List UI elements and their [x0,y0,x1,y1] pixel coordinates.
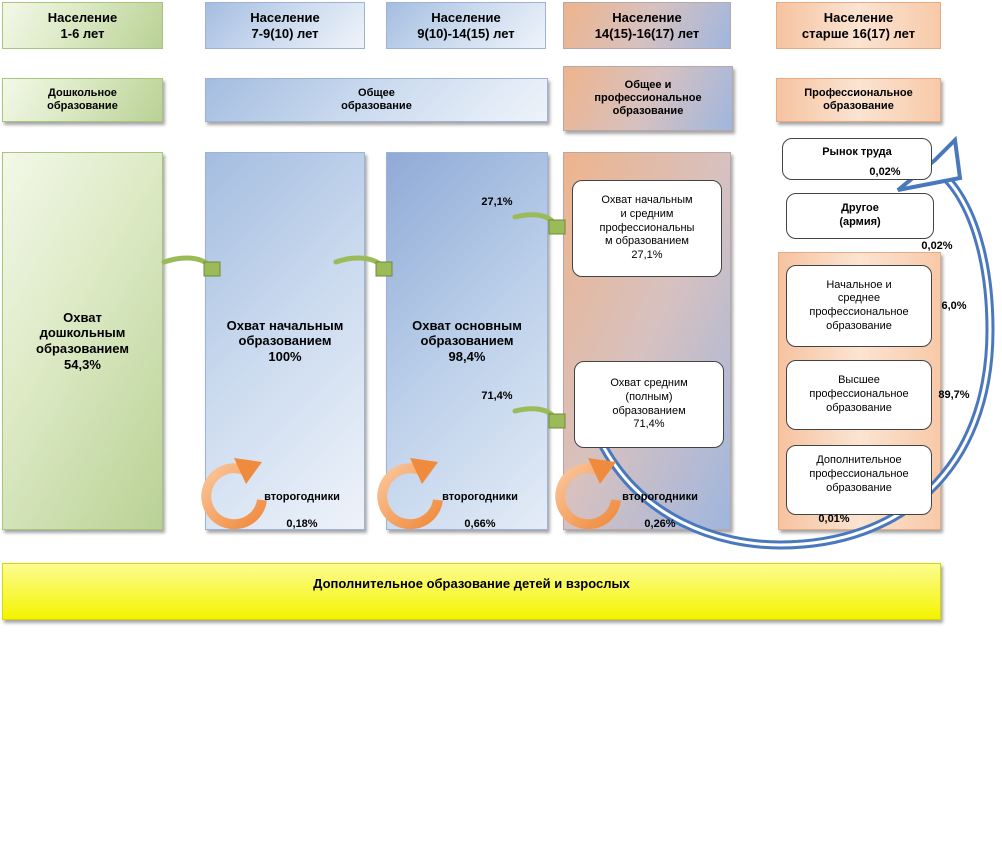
repeaters-primary-value: 0,18% [286,518,318,531]
secondary-coverage-box: Охват средним (полным) образованием 71,4… [574,361,724,448]
other-pct: 0,02% [921,240,953,252]
header-age-7-10: Население 7-9(10) лет [205,2,365,49]
green-arrow-preschool-primary [161,255,221,277]
header-age-15-17: Население 14(15)-16(17) лет [563,2,731,49]
repeaters-upper-value: 0,26% [644,518,676,531]
labor-market-box: Рынок труда [782,138,932,180]
labor-market-pct: 0,02% [869,166,901,178]
additional-prof-pct: 0,01% [818,513,850,525]
repeater-arrow-upper [555,458,621,530]
vocational-coverage-box: Охват начальным и средним профессиональн… [572,180,722,277]
additional-education-bar: Дополнительное образование детей и взрос… [2,563,941,620]
header-age-1-6: Население 1-6 лет [2,2,163,49]
green-arrow-to-vocational [512,212,566,235]
flow-to-vocational-pct: 27,1% [481,196,513,208]
primary-secondary-prof-pct: 6,0% [941,300,967,312]
category-preschool: Дошкольное образование [2,78,163,122]
category-general: Общее образование [205,78,548,122]
flow-to-secondary-pct: 71,4% [481,390,513,402]
repeaters-upper-label: второгодники [622,490,698,503]
repeater-arrow-primary [201,458,267,530]
repeaters-primary-label: второгодники [264,490,340,503]
green-arrow-to-secondary [512,406,566,429]
repeaters-basic-label: второгодники [442,490,518,503]
category-general-prof: Общее и профессиональное образование [563,66,733,131]
green-arrow-primary-basic [333,255,393,277]
coverage-preschool: Охват дошкольным образованием 54,3% [2,152,163,530]
repeaters-primary: второгодники 0,18% [250,477,354,532]
repeaters-basic: второгодники 0,66% [428,477,532,532]
category-prof: Профессиональное образование [776,78,941,122]
repeater-arrow-basic [377,458,443,530]
primary-secondary-prof-box: Начальное и среднее профессиональное обр… [786,265,932,347]
header-age-10-15: Население 9(10)-14(15) лет [386,2,546,49]
additional-prof-box: Дополнительное профессиональное образова… [786,445,932,515]
other-army-box: Другое (армия) [786,193,934,239]
header-age-17-plus: Население старше 16(17) лет [776,2,941,49]
repeaters-upper: второгодники 0,26% [608,477,712,532]
higher-prof-pct: 89,7% [938,389,970,401]
repeaters-basic-value: 0,66% [464,518,496,531]
higher-prof-box: Высшее профессиональное образование [786,360,932,430]
